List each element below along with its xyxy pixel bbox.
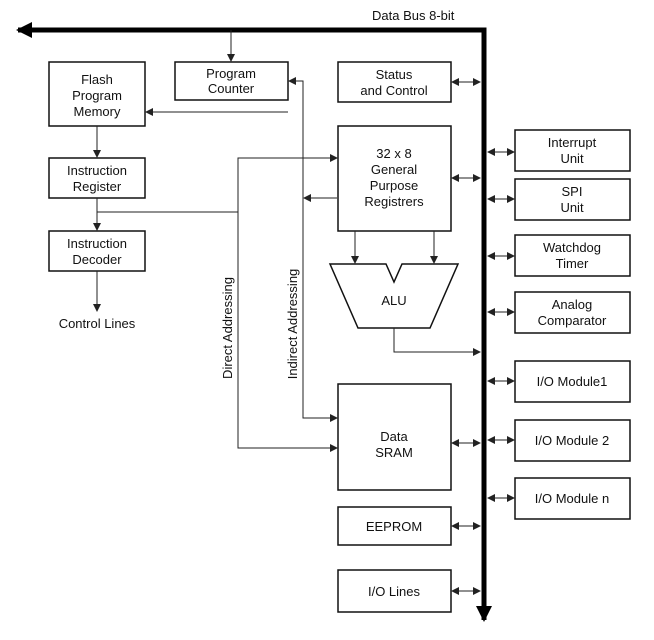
alu: ALU [328, 263, 460, 329]
status-control-label-2: and Control [360, 83, 427, 98]
spi-label-1: SPI [562, 184, 583, 199]
flash-label-1: Flash [81, 72, 113, 87]
direct-addressing-label: Direct Addressing [220, 277, 235, 379]
interrupt-label-1: Interrupt [548, 135, 597, 150]
connections [93, 30, 515, 595]
data-sram: Data SRAM [337, 383, 452, 491]
program-counter-label-2: Counter [208, 81, 255, 96]
watchdog-label-2: Timer [556, 256, 589, 271]
spi-label-2: Unit [560, 200, 584, 215]
registers-label-3: Purpose [370, 178, 418, 193]
status-control-label-1: Status [376, 67, 413, 82]
watchdog-label-1: Watchdog [543, 240, 601, 255]
analog-label-1: Analog [552, 297, 592, 312]
interrupt-unit: Interrupt Unit [514, 129, 631, 172]
alu-label: ALU [381, 293, 406, 308]
data-sram-label-2: SRAM [375, 445, 413, 460]
registers-label-4: Registrers [364, 194, 424, 209]
registers-label-2: General [371, 162, 417, 177]
instruction-register: Instruction Register [48, 157, 146, 199]
data-bus-label: Data Bus 8-bit [372, 8, 455, 23]
analog-label-2: Comparator [538, 313, 607, 328]
io-module-n-label: I/O Module n [535, 491, 609, 506]
io-module-1: I/O Module1 [514, 360, 631, 403]
control-lines-label: Control Lines [59, 316, 136, 331]
program-counter: Program Counter [174, 61, 289, 101]
flash-label-3: Memory [74, 104, 121, 119]
eeprom-label: EEPROM [366, 519, 422, 534]
program-counter-label-1: Program [206, 66, 256, 81]
io-module-2: I/O Module 2 [514, 419, 631, 462]
status-and-control: Status and Control [337, 61, 452, 103]
general-purpose-registers: 32 x 8 General Purpose Registrers [337, 125, 452, 232]
instruction-decoder: Instruction Decoder [48, 230, 146, 272]
data-bus [16, 22, 492, 622]
instruction-decoder-label-1: Instruction [67, 236, 127, 251]
io-module-1-label: I/O Module1 [537, 374, 608, 389]
instruction-register-label-1: Instruction [67, 163, 127, 178]
io-lines-label: I/O Lines [368, 584, 421, 599]
data-sram-label-1: Data [380, 429, 408, 444]
spi-unit: SPI Unit [514, 178, 631, 221]
instruction-decoder-label-2: Decoder [72, 252, 122, 267]
eeprom: EEPROM [337, 506, 452, 546]
interrupt-label-2: Unit [560, 151, 584, 166]
io-lines: I/O Lines [337, 569, 452, 613]
flash-program-memory: Flash Program Memory [48, 61, 146, 127]
io-module-n: I/O Module n [514, 477, 631, 520]
analog-comparator: Analog Comparator [514, 291, 631, 334]
flash-label-2: Program [72, 88, 122, 103]
registers-label-1: 32 x 8 [376, 146, 411, 161]
indirect-addressing-label: Indirect Addressing [285, 269, 300, 380]
io-module-2-label: I/O Module 2 [535, 433, 609, 448]
instruction-register-label-2: Register [73, 179, 122, 194]
watchdog-timer: Watchdog Timer [514, 234, 631, 277]
